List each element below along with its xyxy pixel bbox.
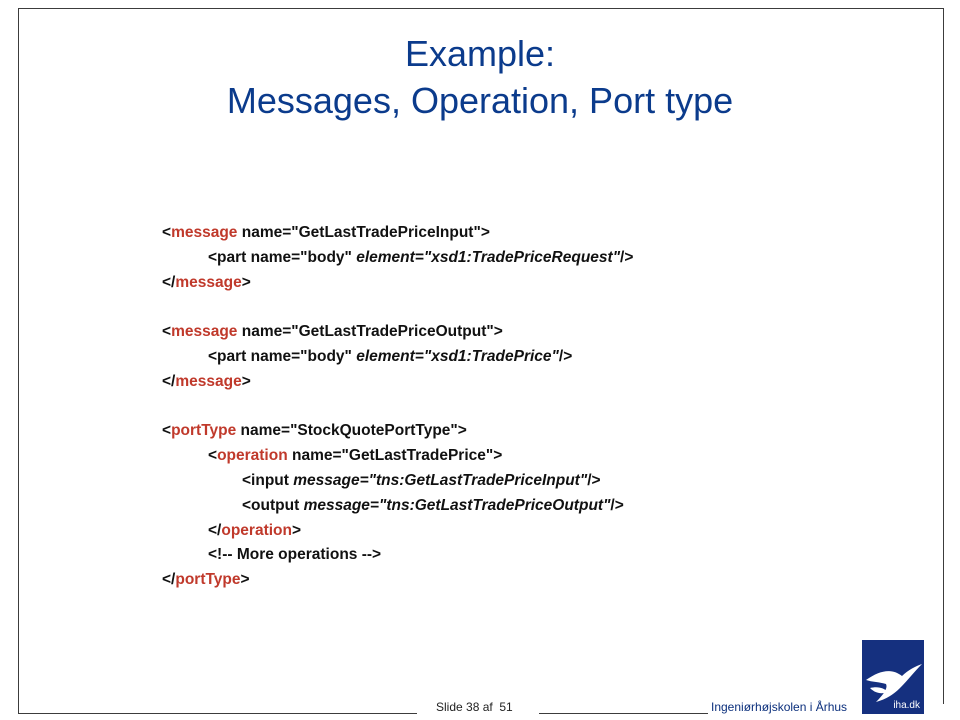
code-line: <message name="GetLastTradePriceOutput"> xyxy=(162,320,633,345)
code-token: < xyxy=(162,224,172,241)
code-token: element= xyxy=(356,248,424,266)
code-token: <input xyxy=(242,471,294,489)
code-token: portType xyxy=(171,422,237,440)
slide-number: Slide 38 af 51 xyxy=(436,700,513,714)
code-token: portType xyxy=(175,571,241,589)
code-token: < xyxy=(208,447,218,465)
code-line: <portType name="StockQuotePortType"> xyxy=(162,419,633,444)
code-token: /> xyxy=(587,471,601,489)
code-token: <part name="body" xyxy=(208,347,357,365)
institution-name: Ingeniørhøjskolen i Århus xyxy=(711,700,848,714)
code-token: message xyxy=(171,323,238,341)
title-line-1: Example: xyxy=(404,33,556,74)
code-line: </message> xyxy=(162,271,633,296)
code-token: > xyxy=(241,273,251,291)
code-token: "tns:GetLastTradePriceInput" xyxy=(368,471,588,489)
code-line: <part name="body" element="xsd1:TradePri… xyxy=(162,345,633,370)
code-line: <message name="GetLastTradePriceInput"> xyxy=(162,221,633,246)
code-token: element= xyxy=(356,347,424,365)
code-token: <!-- More operations --> xyxy=(208,546,382,564)
code-token: name="GetLastTradePriceOutput"> xyxy=(237,323,503,341)
code-token: </ xyxy=(162,571,176,589)
code-token: /> xyxy=(558,347,573,365)
code-token: operation xyxy=(217,447,288,465)
code-block: <message name="GetLastTradePriceInput"><… xyxy=(162,221,633,593)
code-line: <operation name="GetLastTradePrice"> xyxy=(162,444,633,469)
code-line xyxy=(162,395,633,420)
logo-bird-shape xyxy=(866,664,922,702)
code-token: message xyxy=(171,224,238,241)
code-line: <part name="body" element="xsd1:TradePri… xyxy=(162,246,633,271)
code-token: message= xyxy=(293,471,369,489)
code-token: </ xyxy=(208,521,222,539)
code-token: > xyxy=(241,372,251,390)
code-token: message xyxy=(175,273,242,291)
code-token: message= xyxy=(303,496,379,514)
code-token: /> xyxy=(620,248,634,266)
code-token: "tns:GetLastTradePriceOutput" xyxy=(378,496,611,514)
code-line: </message> xyxy=(162,370,633,395)
slide-title: Example: Messages, Operation, Port type xyxy=(0,30,960,124)
code-line xyxy=(162,295,633,320)
code-token: < xyxy=(162,422,172,440)
code-line: </portType> xyxy=(162,568,633,593)
code-token: message xyxy=(175,372,242,390)
code-token: /> xyxy=(610,496,624,514)
iha-bird-logo-icon: iha.dk xyxy=(862,640,924,714)
code-token: name="StockQuotePortType"> xyxy=(236,422,467,440)
code-token: </ xyxy=(162,273,176,291)
title-line-2: Messages, Operation, Port type xyxy=(226,80,734,121)
code-token: > xyxy=(240,571,250,589)
code-line: <output message="tns:GetLastTradePriceOu… xyxy=(162,494,633,519)
logo-text: iha.dk xyxy=(893,700,920,711)
code-line: </operation> xyxy=(162,519,633,544)
slide-frame xyxy=(18,8,944,714)
code-token: <output xyxy=(242,496,304,514)
code-line: <input message="tns:GetLastTradePriceInp… xyxy=(162,469,633,494)
code-token: operation xyxy=(221,521,292,539)
code-token: <part name="body" xyxy=(208,248,357,266)
code-line: <!-- More operations --> xyxy=(162,543,633,568)
code-token: < xyxy=(162,323,172,341)
code-token: name="GetLastTradePriceInput"> xyxy=(237,224,490,241)
code-token: "xsd1:TradePrice" xyxy=(423,347,559,365)
code-token: </ xyxy=(162,372,176,390)
code-token: "xsd1:TradePriceRequest" xyxy=(423,248,621,266)
footer-gap xyxy=(417,704,539,720)
code-token: name="GetLastTradePrice"> xyxy=(287,447,503,465)
code-token: > xyxy=(291,521,302,539)
